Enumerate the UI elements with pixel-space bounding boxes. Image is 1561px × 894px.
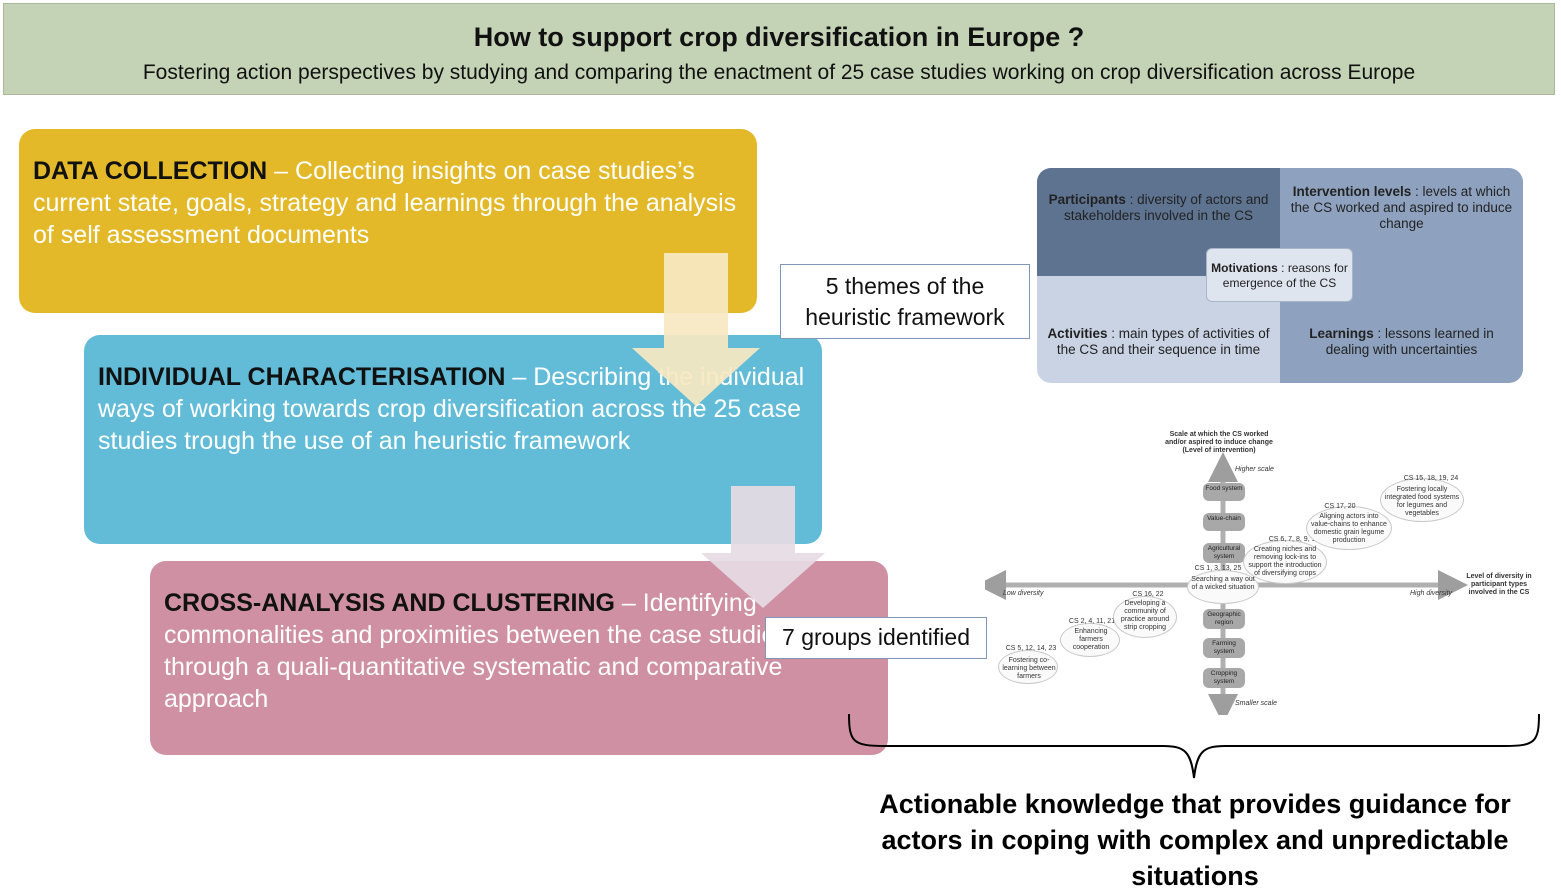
group-cs: CS 6, 7, 8, 9, 10	[1268, 536, 1320, 543]
group-name: Enhancing farmers cooperation	[1072, 628, 1110, 651]
scale-value-chain: Value-chain	[1203, 513, 1245, 531]
group-cs: CS 1, 3, 13, 25	[1194, 565, 1242, 572]
y-axis-title: Scale at which the CS worked and/or aspi…	[1165, 431, 1273, 454]
group-name: Fostering locally integrated food system…	[1384, 486, 1460, 517]
groups-callout: 7 groups identified	[765, 617, 987, 659]
conclusion-text: Actionable knowledge that provides guida…	[879, 789, 1511, 891]
high-diversity-label: High diversity	[1410, 590, 1453, 597]
group-cs: CS 5, 12, 14, 23	[1005, 645, 1057, 652]
group-ellipse-4	[1187, 570, 1259, 604]
stage-data-collection: DATA COLLECTION – Collecting insights on…	[19, 129, 757, 313]
group-name: Aligning actors into value-chains to enh…	[1311, 513, 1387, 544]
stage-text: – Identifying commonalities and proximit…	[164, 589, 788, 713]
stage-heading: CROSS-ANALYSIS AND CLUSTERING	[164, 589, 615, 617]
group-name: Fostering co-learning between farmers	[1002, 657, 1056, 680]
themes-callout: 5 themes of the heuristic framework	[780, 264, 1030, 339]
down-arrow-1	[632, 253, 760, 406]
group-name: Searching a way out of a wicked situatio…	[1191, 576, 1255, 591]
down-arrow-2	[701, 486, 825, 608]
stage-text: – Collecting insights on case studies’s …	[33, 157, 737, 249]
group-cs: CS 15, 18, 19, 24	[1403, 475, 1459, 482]
page-subtitle: Fostering action perspectives by studyin…	[142, 61, 1416, 84]
stage-text: – Describing the individual ways of work…	[98, 363, 805, 455]
stage-individual-characterisation: INDIVIDUAL CHARACTERISATION – Describing…	[84, 335, 822, 544]
group-ellipse-5	[1243, 540, 1327, 584]
group-ellipse-7	[1380, 478, 1464, 522]
higher-scale-label: Higher scale	[1235, 466, 1274, 473]
group-cs: CS 16, 22	[1132, 591, 1164, 598]
smaller-scale-label: Smaller scale	[1235, 700, 1278, 707]
group-ellipse-1	[998, 650, 1058, 684]
theme-activities: Activities : main types of activities of…	[1037, 275, 1280, 383]
group-ellipse-2	[1060, 623, 1120, 657]
group-ellipse-6	[1306, 506, 1392, 550]
themes-framework: Participants : diversity of actors and s…	[1037, 168, 1523, 383]
scale-geographic-region: Geographic region	[1203, 609, 1245, 629]
low-diversity-label: Low diversity	[1003, 590, 1044, 597]
stage-heading: INDIVIDUAL CHARACTERISATION	[98, 363, 506, 391]
group-cs: CS 2, 4, 11, 21	[1068, 618, 1116, 625]
theme-motivations: Motivations : reasons for emergence of t…	[1206, 248, 1353, 302]
stage-heading: DATA COLLECTION	[33, 157, 268, 185]
scale-farming-system: Farming system	[1203, 638, 1245, 658]
scale-agricultural-system: Agricultural system	[1203, 543, 1245, 563]
scale-food-system: Food system	[1203, 483, 1245, 501]
scale-cropping-system: Cropping system	[1203, 668, 1245, 688]
group-cs: CS 17, 20	[1324, 503, 1356, 510]
group-name: Creating niches and removing lock-ins to…	[1248, 546, 1322, 577]
page-title: How to support crop diversification in E…	[473, 22, 1085, 52]
group-name: Developing a community of practice aroun…	[1120, 600, 1170, 631]
curly-brace	[848, 713, 1540, 779]
x-axis-title: Level of diversity in participant types …	[1466, 573, 1532, 596]
header-banner: How to support crop diversification in E…	[3, 3, 1555, 95]
group-ellipse-3	[1113, 596, 1177, 638]
